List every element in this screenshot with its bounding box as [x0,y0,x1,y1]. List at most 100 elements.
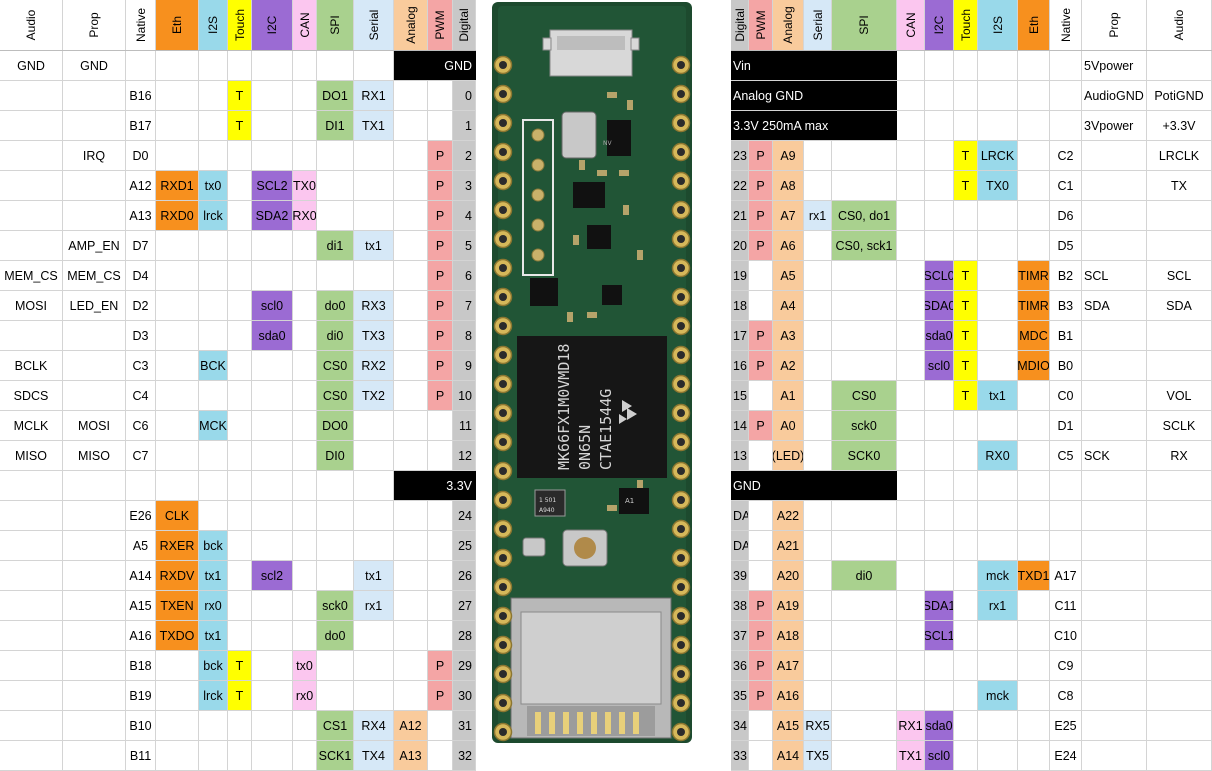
cell-spi: DI1 [317,111,354,140]
cell-i2s: mck [978,681,1018,710]
pin-hole [499,670,507,678]
cell-eth: RXD0 [156,201,199,230]
cell-i2s: tx0 [199,171,228,200]
cell-i2s [199,441,228,470]
pin-hole [499,525,507,533]
cell-can [897,201,925,230]
cell-prop [1082,501,1147,530]
cell-audio: SDCS [0,381,63,410]
cell-touch [228,561,252,590]
cell-i2s [978,111,1018,140]
cell-can [293,231,317,260]
cell-eth [1018,141,1050,170]
cell-eth [156,351,199,380]
cell-native: D5 [1050,231,1082,260]
cell-digital: 34 [731,711,749,740]
cell-prop: 3Vpower [1082,111,1147,140]
cell-native [1050,471,1082,500]
pin-hole [499,177,507,185]
cell-can: TX1 [897,741,925,770]
cell-i2c: SDA2 [252,201,293,230]
cell-pwm: P [749,201,773,230]
cell-analog [394,651,428,680]
cell-i2c [252,111,293,140]
cell-prop [63,351,126,380]
cell-touch [954,81,978,110]
cell-spi [832,591,897,620]
cell-pwm [749,561,773,590]
cell-spi [317,501,354,530]
cell-analog [394,171,428,200]
left-pin-pads [493,55,513,742]
cell-pwm [428,621,453,650]
cell-serial [354,441,394,470]
cell-prop [63,741,126,770]
cell-i2c [925,561,954,590]
cell-spi: DI0 [317,441,354,470]
cell-spi: DO1 [317,81,354,110]
header-audio: Audio [0,0,63,50]
cell-i2c: SCL0 [925,261,954,290]
cell-serial [804,501,832,530]
cell-touch [954,651,978,680]
cell-digital: 12 [453,441,476,470]
cell-audio [0,711,63,740]
header-touch: Touch [954,0,978,50]
cell-eth [156,141,199,170]
header-pwm: PWM [749,0,773,50]
cell-analog: A8 [773,171,804,200]
header-can: CAN [897,0,925,50]
cell-i2s [199,741,228,770]
header-label: I2C [265,15,279,35]
header-i2c: I2C [252,0,293,50]
pin-row: GND [731,471,1212,501]
cell-eth: TXEN [156,591,199,620]
cell-prop: AudioGND [1082,81,1147,110]
cell-pwm [428,561,453,590]
cell-pwm [749,441,773,470]
cell-audio [0,321,63,350]
cell-prop [1082,351,1147,380]
cell-can [293,591,317,620]
header-serial: Serial [804,0,832,50]
cell-touch: T [954,171,978,200]
power-label: 3.3V 250mA max [731,111,897,140]
cell-i2c [252,141,293,170]
cell-can [293,351,317,380]
cell-serial [354,261,394,290]
header-label: SPI [857,15,871,35]
cell-i2c [925,111,954,140]
cell-eth [1018,411,1050,440]
cell-can [293,621,317,650]
cell-analog: A0 [773,411,804,440]
cell-analog: A20 [773,561,804,590]
cell-pwm [749,261,773,290]
cell-eth [1018,81,1050,110]
pin-hole [677,148,685,156]
cell-eth [1018,501,1050,530]
cell-native: C7 [126,441,156,470]
cell-audio [0,201,63,230]
cell-prop [1082,621,1147,650]
reset-button[interactable] [562,529,608,567]
header-label: CAN [903,12,918,38]
cell-pwm [428,501,453,530]
cell-eth: MDIO [1018,351,1050,380]
cell-prop [63,561,126,590]
cell-can [293,501,317,530]
cell-spi [317,171,354,200]
cell-eth [1018,651,1050,680]
cell-can [897,561,925,590]
cell-analog: A22 [773,501,804,530]
cell-digital: 31 [453,711,476,740]
cell-eth [156,111,199,140]
cell-prop [1082,561,1147,590]
cell-prop [1082,471,1147,500]
cell-can [897,111,925,140]
cell-i2c: SCL2 [252,171,293,200]
cell-eth [1018,591,1050,620]
